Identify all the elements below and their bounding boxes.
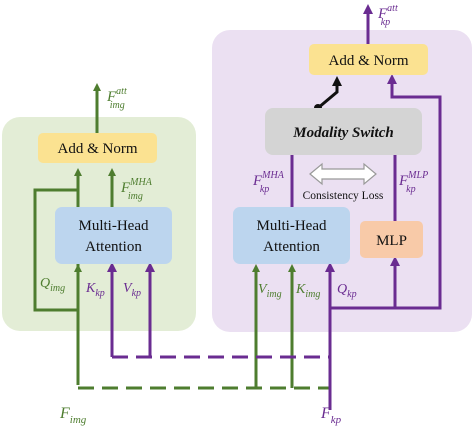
attention-left-line1: Multi-Head [79,218,149,234]
attention-right-line2: Attention [263,239,320,255]
mlp-label: MLP [376,233,407,249]
left-q-label: Qimg [40,276,65,294]
modality-switch [265,108,422,155]
left-k-label: Kkp [85,281,105,299]
add-norm-left-label: Add & Norm [58,141,138,157]
consistency-loss-label: Consistency Loss [303,190,384,202]
multi-head-attention-left [55,207,172,264]
right-k-label: Kimg [295,282,320,300]
right-q-label: Qkp [337,282,357,300]
residual-right [330,79,442,310]
left-v-label: Vkp [123,281,141,299]
attention-right-line1: Multi-Head [257,218,327,234]
add-norm-right [309,44,428,75]
multi-head-attention-right [233,207,350,264]
img-input-label: Fimg [59,405,87,426]
modality-switch-label: Modality Switch [292,125,393,141]
right-v-label: Vimg [258,282,282,300]
mlp-box [360,221,423,258]
consistency-loss-arrow [309,162,377,186]
attention-left-line2: Attention [85,239,142,255]
add-norm-left [38,133,157,163]
add-norm-right-label: Add & Norm [329,53,409,69]
kp-input-label: Fkp [320,405,342,426]
residual-left [33,168,82,312]
